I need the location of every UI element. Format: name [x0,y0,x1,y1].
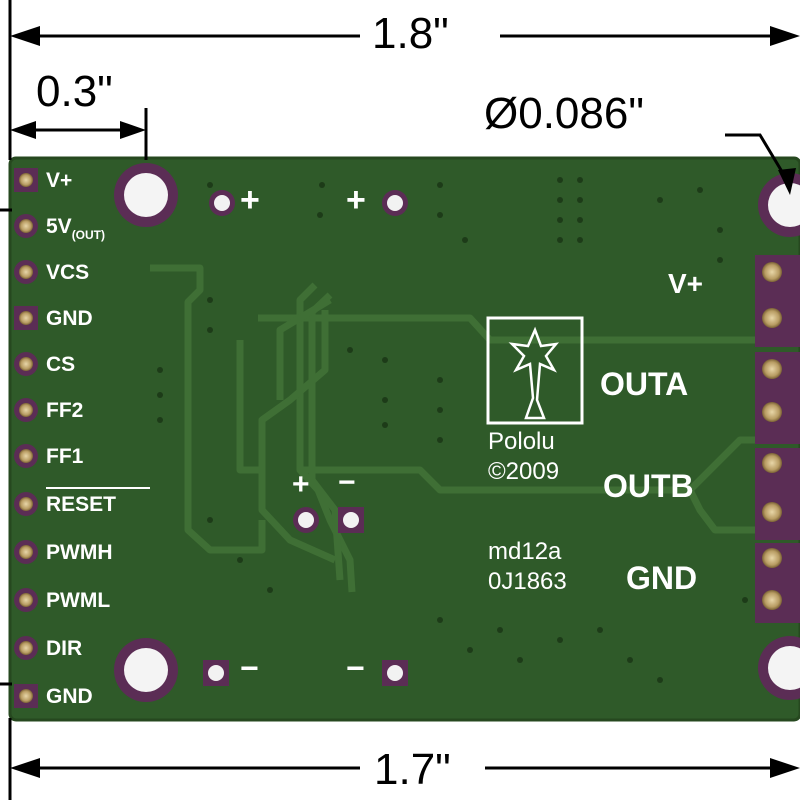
pcb-traces [150,264,800,593]
pin-label-vplus: V+ [46,169,73,192]
polarity-minus-1: − [338,466,356,499]
pololu-logo-icon [486,316,584,425]
pin-label-dir: DIR [46,637,83,660]
pin-label-pwmh: PWMH [46,541,113,564]
capacitor-pads [203,190,408,686]
pin-label-5v-text: 5V [46,215,72,238]
output-label-outa: OUTA [600,366,689,402]
pcb-board [10,158,800,720]
pin-label-5v-sub: (OUT) [71,228,106,242]
pin-label-gnd-1: GND [46,307,93,330]
polarity-minus-2: − [240,650,259,686]
board-serial: 0J1863 [488,568,567,595]
polarity-plus-3: + [292,468,310,501]
polarity-plus-2: + [346,181,366,219]
pin-label-pwml: PWML [46,589,111,612]
pin-label-ff2: FF2 [46,399,84,422]
polarity-minus-3: − [346,650,365,686]
output-label-gnd: GND [626,560,698,596]
dim-pin-group: 0.3" [36,67,113,116]
logo-brand: Pololu [488,428,555,455]
vias [157,177,748,683]
output-label-outb: OUTB [603,468,694,504]
pin-label-vcs: VCS [46,261,90,284]
mounting-holes [114,163,800,702]
dim-hole-diameter: Ø0.086" [484,89,644,138]
polarity-plus-1: + [240,181,260,219]
pin-label-gnd-2: GND [46,685,93,708]
pin-label-ff1: FF1 [46,445,84,468]
pin-label-5v: 5V(OUT) [46,215,105,241]
board-model: md12a [488,538,562,565]
left-header-pads [14,168,38,708]
dim-overall-width: 1.8" [366,12,455,56]
pin-label-reset: RESET [46,493,117,516]
pin-label-cs: CS [46,353,76,376]
output-label-vplus: V+ [668,268,704,299]
logo-copyright: ©2009 [488,458,560,485]
dim-bottom-width: 1.7" [368,748,457,792]
output-terminal-pads [755,255,800,623]
